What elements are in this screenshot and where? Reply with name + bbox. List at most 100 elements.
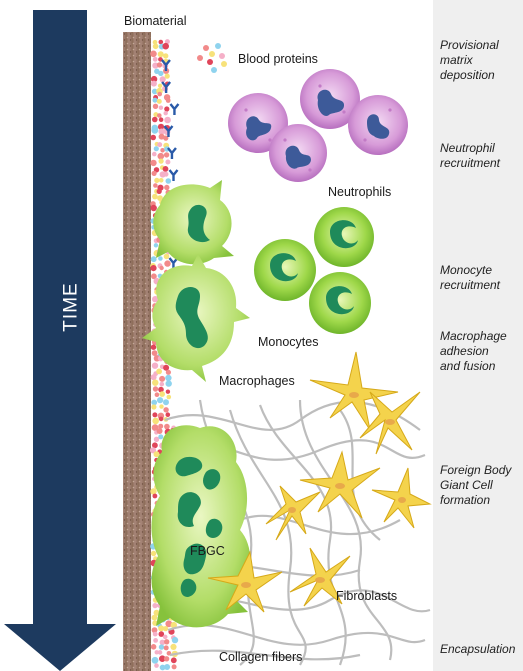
protein-dot	[150, 135, 156, 141]
protein-dot	[151, 404, 156, 409]
protein-dot	[164, 664, 170, 670]
protein-dot	[157, 397, 163, 403]
monocytes	[254, 207, 374, 334]
protein-dot	[152, 117, 158, 123]
protein-dot	[166, 98, 171, 103]
protein-dot	[170, 644, 176, 650]
protein-dot	[151, 374, 157, 380]
protein-dot	[158, 84, 162, 88]
protein-dot	[160, 382, 165, 387]
protein-dot	[164, 111, 168, 115]
protein-dot	[152, 603, 157, 608]
protein-dot	[158, 153, 165, 160]
fibroblast-cell	[372, 468, 430, 528]
neutrophils-label: Neutrophils	[328, 185, 391, 199]
blood-protein-dot	[209, 51, 215, 57]
protein-dot	[154, 178, 159, 183]
protein-dot	[164, 117, 171, 124]
macrophages-label: Macrophages	[219, 374, 295, 388]
protein-dot	[157, 428, 163, 434]
antibody-glyph	[170, 104, 178, 115]
blood-proteins-label: Blood proteins	[238, 52, 318, 66]
protein-dot	[153, 494, 158, 499]
protein-dot	[151, 345, 156, 350]
protein-dot	[155, 392, 160, 397]
protein-dot	[157, 99, 162, 104]
stage-monocyte-recruitment: Monocyte recruitment	[440, 263, 523, 293]
blood-protein-dot	[219, 53, 225, 59]
protein-dot	[152, 380, 158, 386]
protein-dot	[163, 407, 168, 412]
monocyte-cell	[314, 207, 374, 267]
protein-dot	[152, 615, 158, 621]
protein-dot	[154, 663, 159, 668]
neutrophil-cell	[348, 95, 408, 155]
antibody-glyph	[170, 170, 178, 181]
protein-dot	[158, 51, 164, 57]
protein-dot	[163, 53, 168, 58]
protein-dot	[157, 62, 162, 67]
protein-dot	[164, 106, 169, 111]
protein-dot	[159, 391, 165, 397]
neutrophils	[228, 69, 408, 182]
protein-dot	[157, 142, 162, 147]
protein-dot	[172, 637, 178, 643]
stage-fbgc-formation: Foreign Body Giant Cell formation	[440, 463, 523, 508]
protein-dot	[165, 375, 171, 381]
protein-dot	[151, 205, 157, 211]
protein-dot	[150, 488, 156, 494]
protein-dot	[159, 40, 164, 45]
protein-dot	[152, 171, 157, 176]
protein-dot	[152, 152, 157, 157]
monocyte-cell	[309, 272, 371, 334]
protein-dot	[152, 418, 159, 425]
macrophages	[142, 180, 250, 382]
blood-protein-dot	[211, 67, 217, 73]
stage-encapsulation: Encapsulation	[440, 642, 523, 657]
collagen-fibers-label: Collagen fibers	[219, 650, 302, 664]
protein-dot	[151, 81, 157, 87]
stage-macrophage-adhesion: Macrophage adhesion and fusion	[440, 329, 523, 374]
protein-dot	[157, 189, 162, 194]
protein-dot	[152, 194, 158, 200]
blood-protein-dot	[203, 45, 209, 51]
protein-dot	[164, 656, 169, 661]
protein-dot	[153, 632, 158, 637]
protein-dot	[153, 638, 158, 643]
protein-dot	[157, 92, 162, 97]
protein-dot	[158, 256, 163, 261]
protein-dot	[151, 127, 158, 134]
protein-dot	[153, 104, 158, 109]
protein-dot	[158, 71, 163, 76]
protein-dot	[154, 243, 158, 247]
protein-dot	[151, 644, 157, 650]
protein-dot	[151, 256, 157, 262]
protein-dot	[158, 434, 163, 439]
protein-dot	[159, 266, 163, 270]
protein-dot	[166, 412, 171, 417]
protein-dot	[152, 412, 157, 417]
protein-dot	[164, 172, 169, 177]
protein-dot	[152, 657, 159, 664]
protein-dot	[164, 639, 169, 644]
protein-dot	[159, 644, 164, 649]
protein-dot	[158, 424, 163, 429]
protein-dot	[163, 635, 168, 640]
protein-dot	[151, 551, 156, 556]
protein-dot	[158, 650, 163, 655]
protein-dot	[153, 57, 158, 62]
protein-dot	[167, 395, 172, 400]
protein-dot	[166, 370, 171, 375]
blood-protein-dot	[215, 43, 221, 49]
biomaterial-slab	[123, 32, 151, 671]
protein-dot	[166, 390, 170, 394]
protein-dot	[159, 417, 164, 422]
protein-dot	[164, 152, 169, 157]
protein-dot	[150, 265, 156, 271]
blood-protein-dot	[197, 55, 203, 61]
protein-dot	[164, 645, 169, 650]
protein-dot	[153, 98, 158, 103]
stage-neutrophil-recruitment: Neutrophil recruitment	[440, 141, 523, 171]
protein-dot	[172, 664, 177, 669]
antibody-glyph	[168, 148, 176, 159]
